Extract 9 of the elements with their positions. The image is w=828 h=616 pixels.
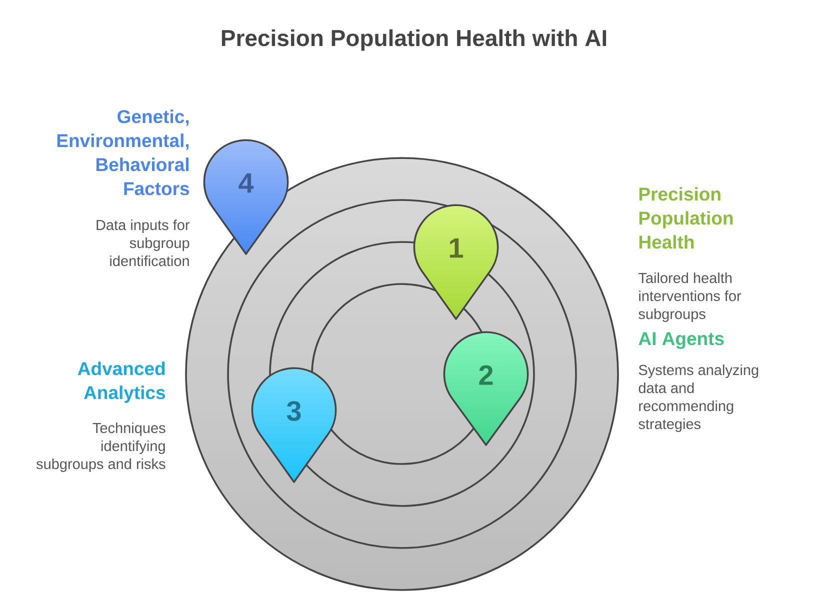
description: Systems analyzing data and recommending strategies [638, 364, 758, 432]
title: Precision Population Health with AI [222, 29, 606, 51]
heading: Precision Population Health [639, 187, 733, 249]
description: Techniques identifying subgroups and risks [36, 422, 166, 472]
heading: Advanced Analytics [78, 362, 166, 403]
heading: Genetic, Environmental, Behavioral Factors [57, 110, 190, 196]
description: Tailored health interventions for subgroups [638, 272, 742, 322]
description: Data inputs for subgroup identification [96, 219, 190, 266]
heading: AI Agents [638, 332, 724, 349]
